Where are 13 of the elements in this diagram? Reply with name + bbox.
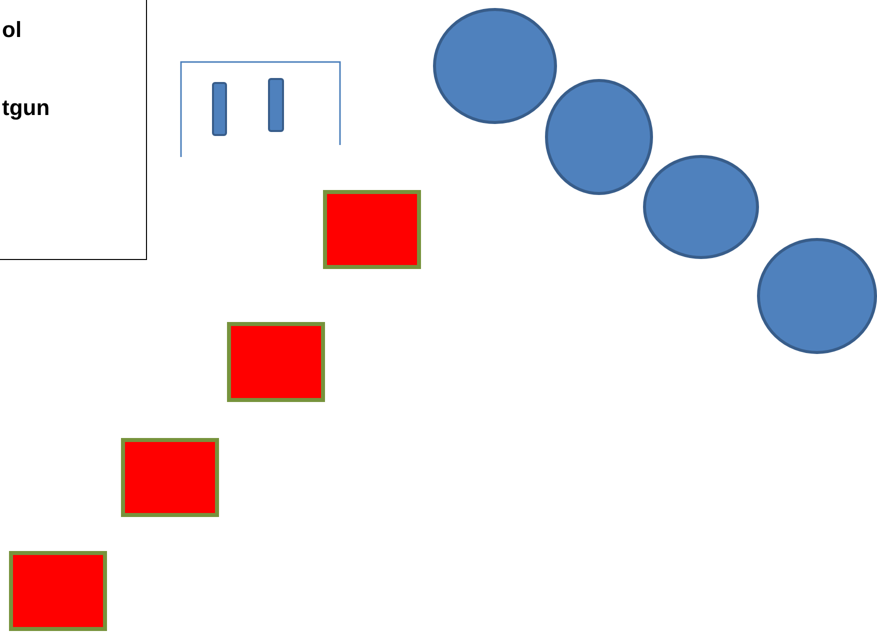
circle-shape — [545, 79, 653, 195]
circle-shape — [643, 155, 759, 259]
rectangle-shape — [323, 190, 421, 269]
rectangle-shape — [121, 438, 219, 517]
circle-shape — [757, 238, 877, 354]
box-text: tgun — [2, 95, 50, 121]
rectangle-shape — [9, 551, 107, 631]
circle-shape — [433, 8, 557, 124]
bar-shape — [268, 78, 284, 132]
rectangle-shape — [227, 322, 325, 402]
box-text: ol — [2, 17, 22, 43]
text-box — [0, 0, 147, 260]
bar-shape — [212, 82, 227, 136]
